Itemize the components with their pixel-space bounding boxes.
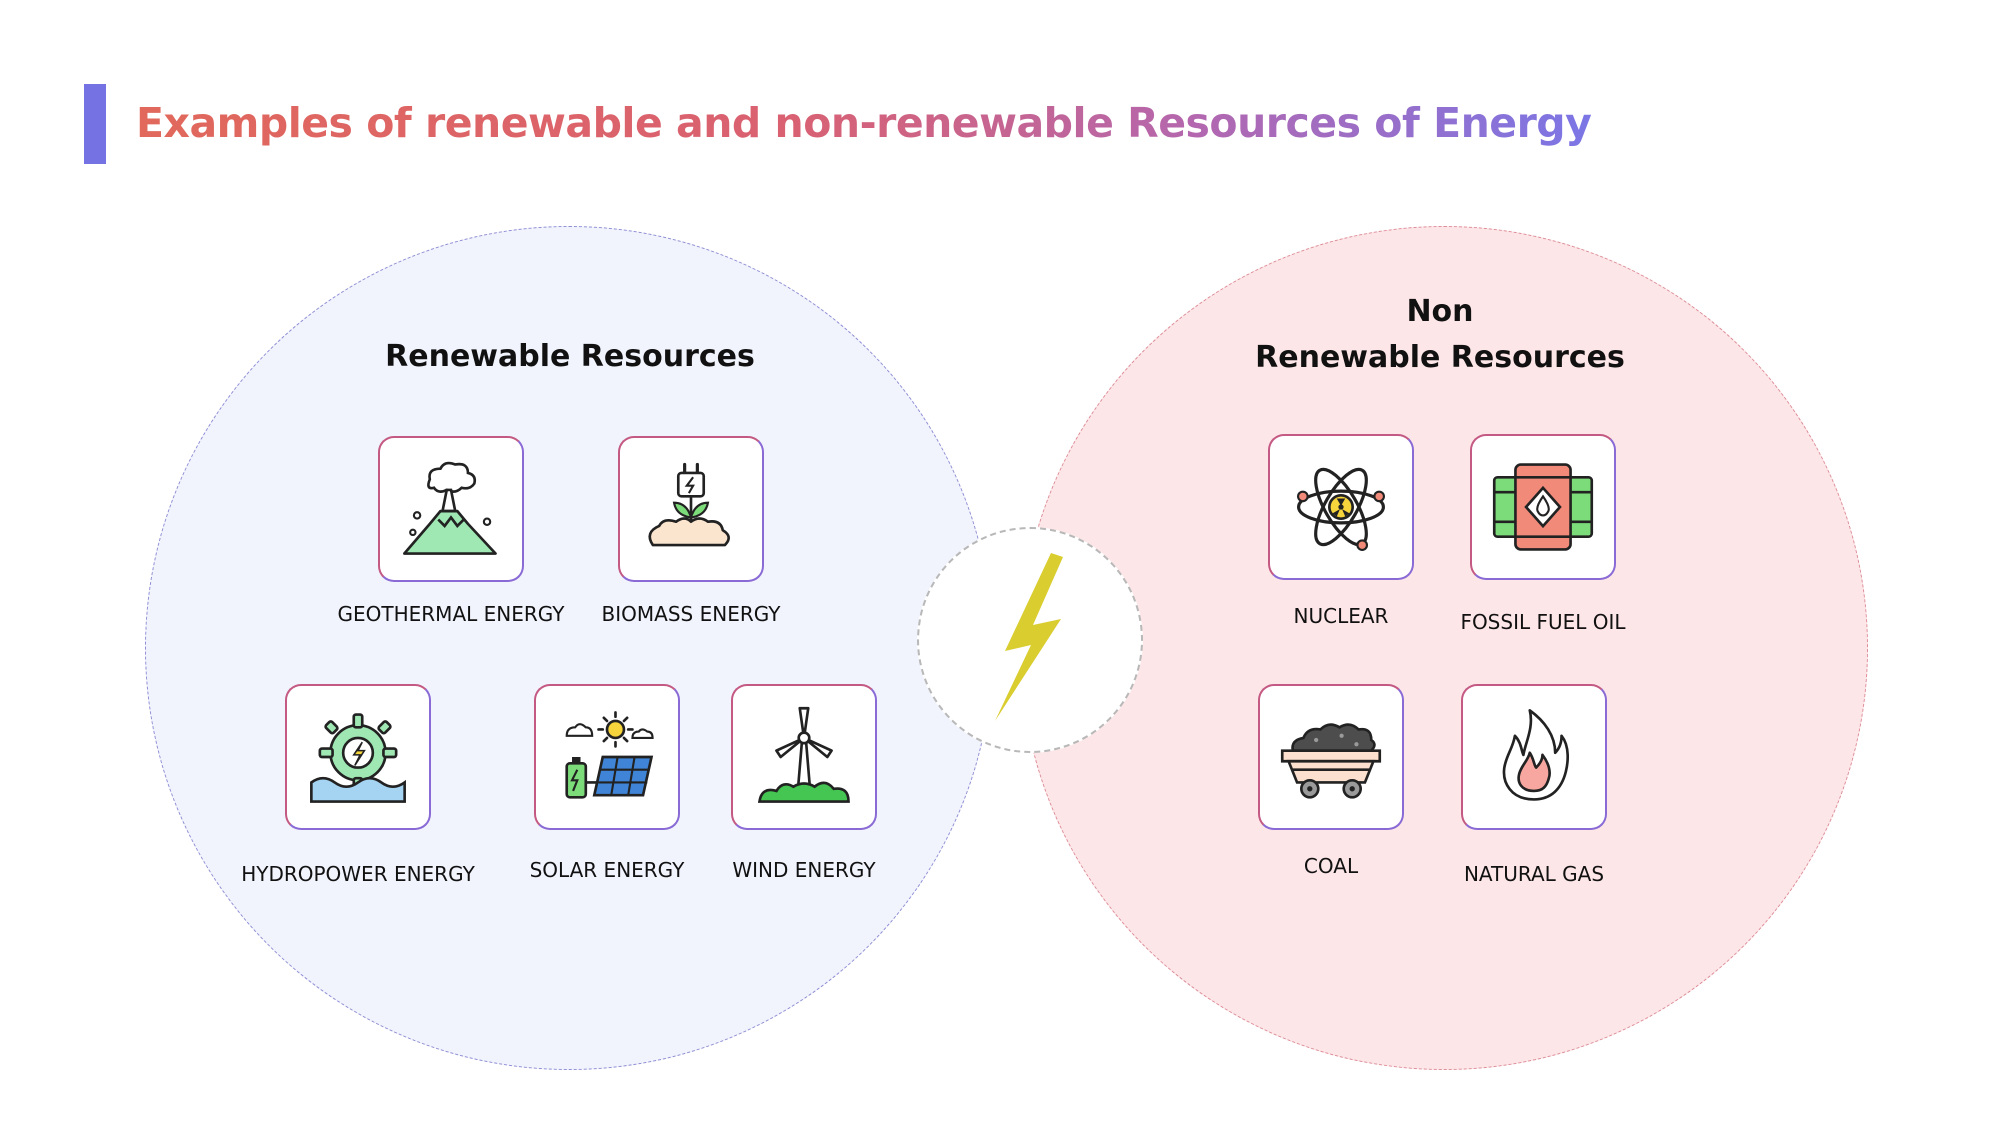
renewable-resources-circle [145,226,993,1070]
oil-barrel-icon [1492,463,1594,551]
page-title: Examples of renewable and non-renewable … [136,92,1592,154]
hydropower-label: HYDROPOWER ENERGY [241,862,475,886]
coal-card [1258,684,1404,830]
renewable-heading: Renewable Resources [385,339,755,374]
wind-label: WIND ENERGY [732,858,876,882]
hydropower-card [285,684,431,830]
geothermal-card [378,436,524,582]
coal-label: COAL [1303,854,1359,878]
solar-card [534,684,680,830]
wind-turbine-icon [757,706,850,803]
wind-card [731,684,877,830]
nonrenewable-resources-circle [1020,226,1868,1070]
nonrenewable-heading: Non Renewable Resources [1190,289,1690,381]
atom-icon [1297,467,1385,551]
flame-icon [1502,709,1569,801]
title-accent-bar [84,84,106,164]
nonrenewable-heading-line1: Non [1406,294,1474,329]
biomass-card [618,436,764,582]
natural-gas-label: NATURAL GAS [1463,862,1605,886]
solar-label: SOLAR ENERGY [529,858,685,882]
lightning-bolt-icon [995,553,1063,721]
solar-panel-icon [565,711,654,799]
fossil-fuel-oil-card [1470,434,1616,580]
natural-gas-card [1461,684,1607,830]
nonrenewable-heading-line2: Renewable Resources [1255,340,1625,375]
biomass-label: BIOMASS ENERGY [601,602,781,626]
fossil-fuel-oil-label: FOSSIL FUEL OIL [1460,610,1626,634]
volcano-icon [403,461,497,555]
water-wheel-icon [310,713,406,803]
biomass-plant-icon [648,462,730,547]
nuclear-card [1268,434,1414,580]
nuclear-label: NUCLEAR [1293,604,1389,628]
coal-cart-icon [1280,723,1382,799]
geothermal-label: GEOTHERMAL ENERGY [337,602,565,626]
